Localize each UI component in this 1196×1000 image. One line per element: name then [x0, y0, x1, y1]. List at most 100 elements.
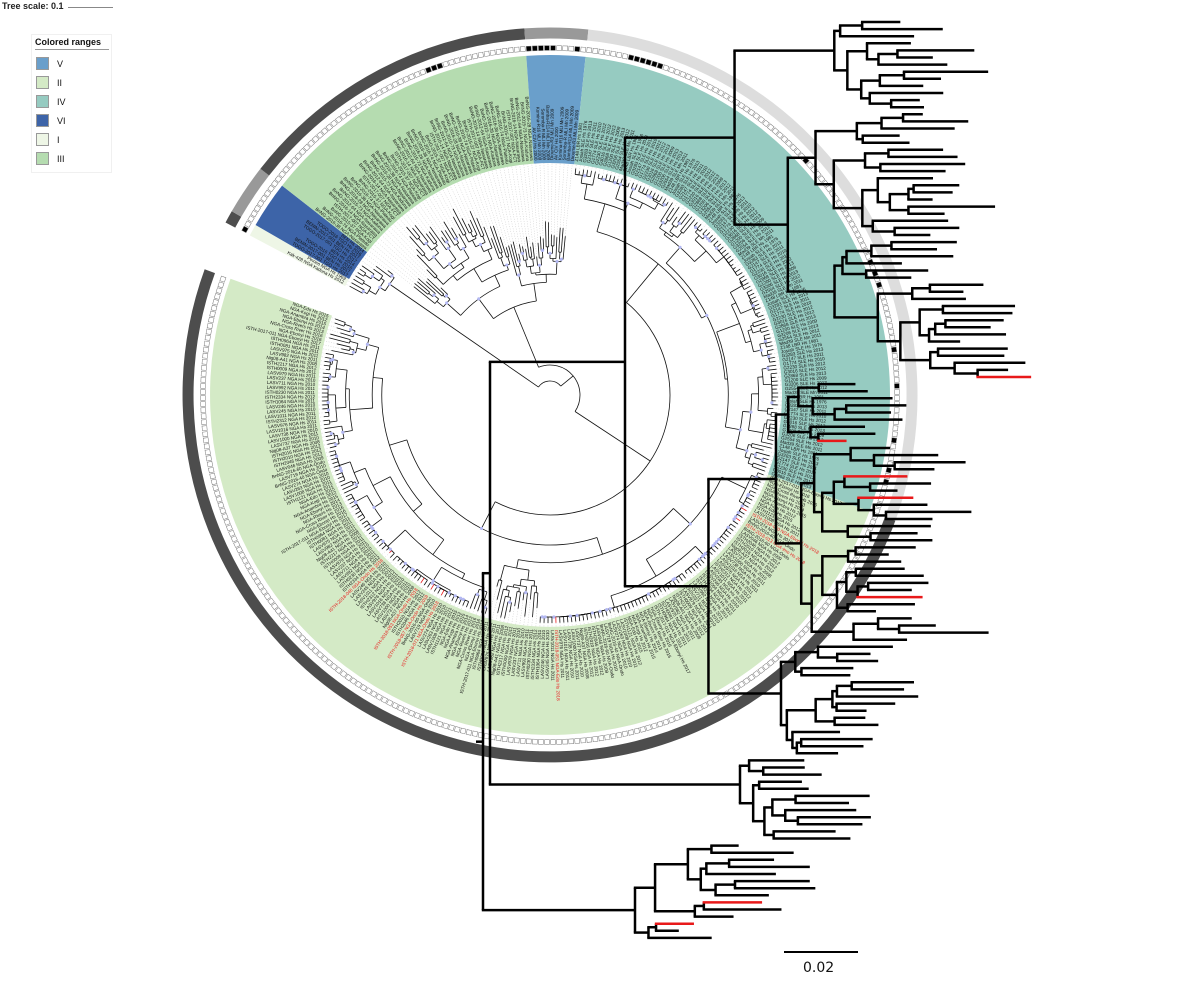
- marker-empty: [892, 358, 899, 365]
- branch: [673, 508, 691, 525]
- branch: [443, 221, 456, 241]
- marker-empty: [386, 699, 394, 707]
- support-dot: [734, 515, 738, 519]
- branch: [368, 290, 376, 295]
- branch: [323, 415, 330, 418]
- branch: [574, 168, 577, 175]
- branch: [761, 461, 768, 464]
- marker-empty: [223, 518, 231, 526]
- branch: [532, 258, 534, 267]
- leaf-connector: [625, 609, 628, 614]
- branch: [387, 270, 394, 275]
- leaf-connector: [326, 455, 331, 458]
- marker-empty: [380, 696, 389, 704]
- branch: [342, 430, 353, 433]
- marker-empty: [200, 371, 207, 377]
- branch-arc: [333, 433, 336, 439]
- branch: [682, 219, 696, 234]
- leaf-connector: [511, 606, 515, 624]
- leaf-connector: [507, 611, 511, 624]
- marker-empty: [425, 716, 432, 724]
- leaf-label: LASV976 NGA Hs 2011: [268, 419, 317, 430]
- branch-arc: [767, 435, 769, 440]
- branch: [620, 605, 623, 612]
- support-dot: [618, 182, 623, 187]
- leaf-connector: [360, 260, 374, 270]
- leaf-connector: [723, 244, 727, 248]
- support-dot: [688, 522, 692, 526]
- marker-empty: [274, 175, 283, 183]
- branch: [555, 237, 558, 259]
- branch: [500, 565, 505, 581]
- clade-ring-I: [225, 211, 242, 228]
- marker-empty: [757, 115, 765, 124]
- branch: [339, 461, 351, 466]
- support-dot: [353, 500, 357, 504]
- branch: [759, 326, 768, 330]
- branch: [363, 282, 372, 288]
- branch: [756, 311, 760, 315]
- leaf-connector: [618, 612, 621, 617]
- marker-empty: [869, 518, 877, 526]
- marker-empty: [633, 727, 641, 735]
- marker-filled: [241, 225, 249, 234]
- leaf-connector: [393, 223, 417, 250]
- branch-arc: [493, 300, 537, 319]
- marker-filled: [627, 54, 635, 61]
- leaf-label: Z148 LBR Hs 1981: [785, 394, 825, 399]
- branch: [753, 462, 767, 468]
- leaf-connector: [717, 548, 722, 552]
- branch: [359, 517, 366, 522]
- support-dot: [341, 430, 345, 434]
- marker-empty: [893, 377, 900, 383]
- leaf-label: G1774 SLE Hs 2010: [784, 411, 827, 419]
- branch: [654, 203, 659, 210]
- leaf-label: G3206 SLE Hs 2013: [781, 431, 824, 443]
- support-dot: [590, 611, 594, 615]
- marker-empty: [806, 161, 814, 169]
- support-dot: [372, 505, 376, 509]
- leaf-connector: [360, 527, 365, 530]
- branch: [373, 501, 383, 508]
- branch: [532, 242, 535, 259]
- branch: [768, 356, 775, 359]
- leaf-connector: [720, 545, 724, 549]
- leaf-connector: [319, 368, 327, 370]
- branch: [489, 226, 501, 254]
- branch: [695, 546, 705, 556]
- leaf-connector: [464, 607, 467, 611]
- marker-empty: [882, 304, 890, 312]
- support-dot: [548, 251, 552, 255]
- branch-arc: [363, 272, 367, 277]
- branch: [530, 246, 533, 258]
- branch: [484, 607, 488, 614]
- legend-label: I: [57, 134, 60, 145]
- marker-empty: [621, 730, 629, 737]
- marker-empty: [679, 712, 687, 720]
- marker-empty: [789, 143, 797, 152]
- marker-empty: [349, 677, 358, 685]
- branch: [331, 350, 353, 356]
- leaf-label: LASV711 NGA Hs 2010: [515, 628, 526, 677]
- leaf-label: LASV1011 NGA Hs 2011: [265, 411, 316, 420]
- leaf-connector: [767, 463, 772, 466]
- branch: [586, 613, 589, 620]
- marker-empty: [365, 95, 373, 103]
- branch: [355, 495, 368, 503]
- branch: [435, 242, 438, 246]
- branch: [671, 234, 674, 238]
- leaf-connector: [640, 182, 643, 187]
- leaf-label: LASV992 NGA Hs 2011: [520, 628, 530, 677]
- leaf-connector: [472, 608, 475, 614]
- branch: [645, 595, 649, 601]
- marker-empty: [359, 683, 368, 692]
- branch: [440, 287, 448, 295]
- leaf-connector: [583, 620, 585, 625]
- branch: [336, 472, 343, 476]
- branch: [645, 559, 657, 577]
- leaf-label: LASV992 NGA Hs 2011: [267, 385, 316, 391]
- support-dot: [714, 246, 719, 250]
- leaf-connector: [647, 185, 651, 190]
- leaf-label: G3206 SLE Hs 2013: [785, 380, 828, 387]
- branch-arc: [610, 546, 696, 597]
